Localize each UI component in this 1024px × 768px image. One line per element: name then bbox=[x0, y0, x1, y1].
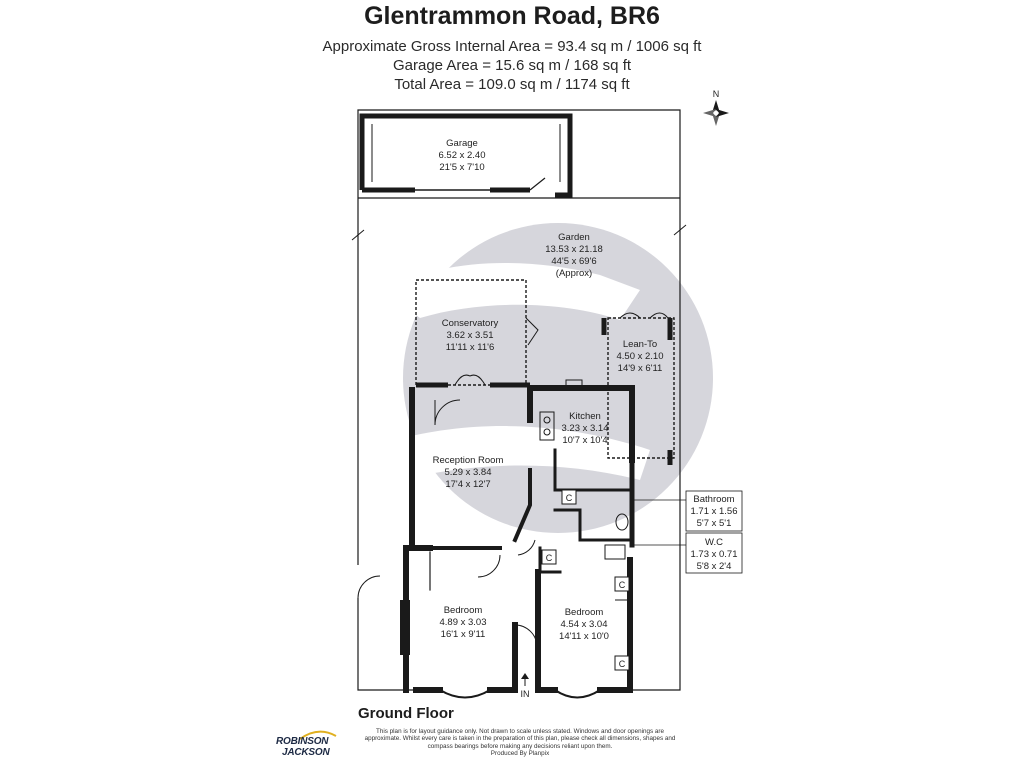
kitchen-name: Kitchen bbox=[569, 411, 601, 422]
leanto-name: Lean-To bbox=[623, 339, 657, 350]
room-labels: Garage 6.52 x 2.40 21'5 x 7'10 Garden 13… bbox=[433, 138, 664, 642]
garden-imperial: 44'5 x 69'6 bbox=[551, 256, 596, 267]
bedroom1-name: Bedroom bbox=[444, 605, 483, 616]
reception-metric: 5.29 x 3.84 bbox=[444, 467, 491, 478]
garden-metric: 13.53 x 21.18 bbox=[545, 244, 603, 255]
cupboard-label: C bbox=[619, 580, 626, 590]
garden-gates bbox=[351, 224, 687, 241]
bathroom-callout: Bathroom 1.71 x 1.56 5'7 x 5'1 bbox=[632, 490, 743, 532]
logo-line2: JACKSON bbox=[282, 747, 330, 758]
conservatory-name: Conservatory bbox=[442, 318, 499, 329]
reception-imperial: 17'4 x 12'7 bbox=[445, 479, 490, 490]
garage-area-text: Garage Area = 15.6 sq m / 168 sq ft bbox=[392, 57, 632, 74]
gross-area-text: Approximate Gross Internal Area = 93.4 s… bbox=[322, 38, 702, 55]
leanto-imperial: 14'9 x 6'11 bbox=[618, 363, 663, 374]
agency-logo: ROBINSON JACKSON bbox=[276, 736, 336, 758]
cupboard-label: C bbox=[546, 553, 553, 563]
fixtures bbox=[539, 379, 630, 601]
watermark-logo bbox=[380, 223, 713, 533]
garden-name: Garden bbox=[558, 232, 590, 243]
bedroom1-imperial: 16'1 x 9'11 bbox=[441, 629, 486, 640]
cupboard-label: C bbox=[566, 493, 573, 503]
logo-swoosh-icon bbox=[299, 730, 337, 740]
entrance-marker: IN bbox=[521, 673, 530, 699]
bedroom2-metric: 4.54 x 3.04 bbox=[560, 619, 607, 630]
wc-imperial: 5'8 x 2'4 bbox=[697, 561, 732, 572]
compass-icon: N bbox=[703, 89, 729, 126]
cupboard-label: C bbox=[619, 659, 626, 669]
disclaimer-text: This plan is for layout guidance only. N… bbox=[364, 728, 676, 750]
bathroom-metric: 1.71 x 1.56 bbox=[690, 506, 737, 517]
lean-to bbox=[601, 312, 675, 465]
garage-name: Garage bbox=[446, 138, 478, 149]
garden-note: (Approx) bbox=[556, 268, 592, 279]
cupboards: C C C C bbox=[541, 489, 630, 671]
conservatory-imperial: 11'11 x 11'6 bbox=[446, 342, 495, 353]
house-walls bbox=[400, 385, 635, 699]
leanto-metric: 4.50 x 2.10 bbox=[616, 351, 663, 362]
garage bbox=[359, 113, 573, 198]
wc-callout: W.C 1.73 x 0.71 5'8 x 2'4 bbox=[632, 532, 743, 574]
compass-north-label: N bbox=[713, 89, 720, 99]
wc-name: W.C bbox=[705, 537, 723, 548]
floor-label: Ground Floor bbox=[358, 705, 454, 722]
bedroom2-name: Bedroom bbox=[565, 607, 604, 618]
bathroom-name: Bathroom bbox=[693, 494, 734, 505]
conservatory-metric: 3.62 x 3.51 bbox=[446, 330, 493, 341]
plan-title: Glentrammon Road, BR6 bbox=[364, 2, 660, 30]
reception-name: Reception Room bbox=[433, 455, 504, 466]
produced-by-text: Produced By Planpix bbox=[490, 750, 550, 758]
wc-metric: 1.73 x 0.71 bbox=[690, 549, 737, 560]
garage-metric: 6.52 x 2.40 bbox=[438, 150, 485, 161]
bedroom2-imperial: 14'11 x 10'0 bbox=[559, 631, 609, 642]
garage-imperial: 21'5 x 7'10 bbox=[439, 162, 484, 173]
logo-line1: ROBINSON bbox=[276, 736, 329, 747]
total-area-text: Total Area = 109.0 sq m / 1174 sq ft bbox=[394, 76, 630, 93]
kitchen-imperial: 10'7 x 10'4 bbox=[562, 435, 607, 446]
entrance-label: IN bbox=[521, 689, 530, 699]
door-swings bbox=[357, 399, 538, 648]
conservatory bbox=[415, 279, 539, 388]
kitchen-metric: 3.23 x 3.14 bbox=[561, 423, 608, 434]
bedroom1-metric: 4.89 x 3.03 bbox=[439, 617, 486, 628]
garden-boundary bbox=[357, 109, 681, 691]
bathroom-imperial: 5'7 x 5'1 bbox=[697, 518, 732, 529]
disclaimer: This plan is for layout guidance only. N… bbox=[360, 728, 680, 758]
